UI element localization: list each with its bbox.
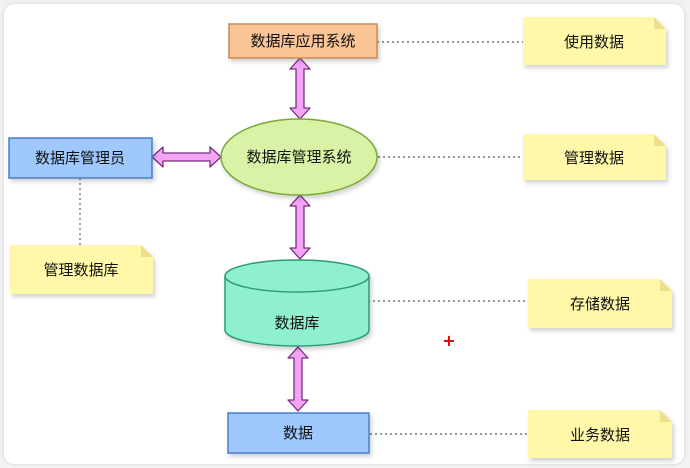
arrow-dbms-database xyxy=(289,194,311,260)
note-business-data: 业务数据 xyxy=(528,410,672,458)
node-app-system-label: 数据库应用系统 xyxy=(250,32,355,50)
note-store-data-label: 存储数据 xyxy=(570,295,630,313)
node-app-system: 数据库应用系统 xyxy=(228,23,378,59)
arrows xyxy=(151,57,311,412)
node-dbms: 数据库管理系统 xyxy=(220,118,378,196)
arrow-app-dbms xyxy=(289,57,311,120)
arrow-dba-dbms xyxy=(151,146,222,168)
node-dba: 数据库管理员 xyxy=(8,137,153,179)
node-dba-label: 数据库管理员 xyxy=(35,149,125,167)
cursor-plus-icon: + xyxy=(442,331,455,350)
note-use-data-label: 使用数据 xyxy=(564,33,624,51)
dotted-connectors xyxy=(79,41,528,435)
note-store-data: 存储数据 xyxy=(528,279,672,328)
arrow-database-data xyxy=(287,346,309,412)
node-data: 数据 xyxy=(227,412,370,454)
note-manage-data: 管理数据 xyxy=(523,134,666,180)
note-manage-db: 管理数据库 xyxy=(10,245,153,294)
note-use-data: 使用数据 xyxy=(523,17,666,65)
note-manage-db-label: 管理数据库 xyxy=(43,261,118,279)
node-database: 数据库 xyxy=(224,259,370,347)
node-database-label: 数据库 xyxy=(274,314,319,332)
diagram-card xyxy=(4,4,684,464)
node-data-label: 数据 xyxy=(283,424,313,442)
note-business-data-label: 业务数据 xyxy=(570,426,630,444)
node-dbms-label: 数据库管理系统 xyxy=(246,148,351,166)
note-manage-data-label: 管理数据 xyxy=(564,149,624,167)
